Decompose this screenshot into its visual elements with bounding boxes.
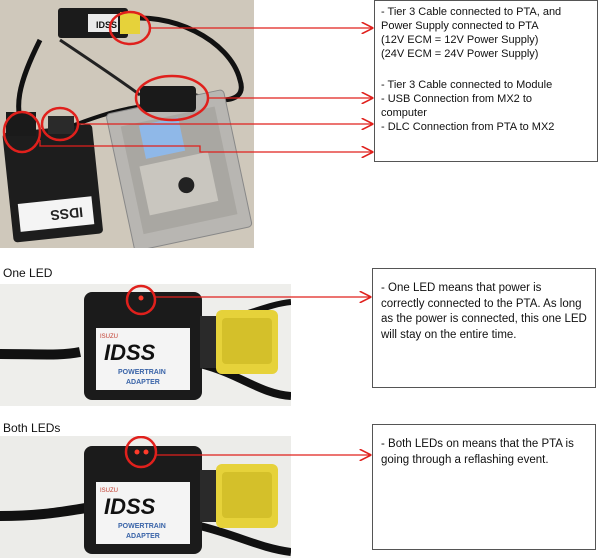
setup-note-line-4: (24V ECM = 24V Power Supply)	[381, 48, 539, 60]
setup-note-line-1: - Tier 3 Cable connected to PTA, and	[381, 6, 562, 18]
one-led-note-text: - One LED means that power is correctly …	[381, 282, 587, 341]
both-logo-text: IDSS	[104, 494, 156, 519]
setup-photo: IDSS IDSS	[0, 0, 254, 248]
setup-note-line-2: Power Supply connected to PTA	[381, 20, 539, 32]
one-led-caption: One LED	[3, 266, 53, 280]
one-logo-text: IDSS	[104, 340, 156, 365]
setup-note-line-3: (12V ECM = 12V Power Supply)	[381, 34, 539, 46]
usb-connection-line-2: computer	[381, 107, 427, 119]
dlc-connection-line: - DLC Connection from PTA to MX2	[381, 121, 555, 133]
module-connection-line: - Tier 3 Cable connected to Module	[381, 79, 553, 91]
both-leds-caption: Both LEDs	[3, 421, 61, 435]
pta-top-logo: IDSS	[96, 20, 117, 30]
both-brand-text: ISUZU	[100, 488, 118, 494]
one-brand-text: ISUZU	[100, 334, 118, 340]
both-label-2: ADAPTER	[126, 533, 160, 540]
usb-connection-line-1: - USB Connection from MX2 to	[381, 93, 533, 105]
one-led-photo: ISUZU IDSS POWERTRAIN ADAPTER	[0, 284, 291, 406]
one-label-1: POWERTRAIN	[118, 369, 166, 376]
both-leds-note-text: - Both LEDs on means that the PTA is goi…	[381, 438, 574, 466]
both-label-1: POWERTRAIN	[118, 523, 166, 530]
mx2-logo: IDSS	[50, 204, 84, 223]
both-leds-note: - Both LEDs on means that the PTA is goi…	[372, 424, 596, 550]
setup-note: - Tier 3 Cable connected to PTA, and Pow…	[374, 0, 598, 162]
one-label-2: ADAPTER	[126, 379, 160, 386]
both-leds-photo: ISUZU IDSS POWERTRAIN ADAPTER	[0, 436, 291, 558]
one-led-note: - One LED means that power is correctly …	[372, 268, 596, 388]
